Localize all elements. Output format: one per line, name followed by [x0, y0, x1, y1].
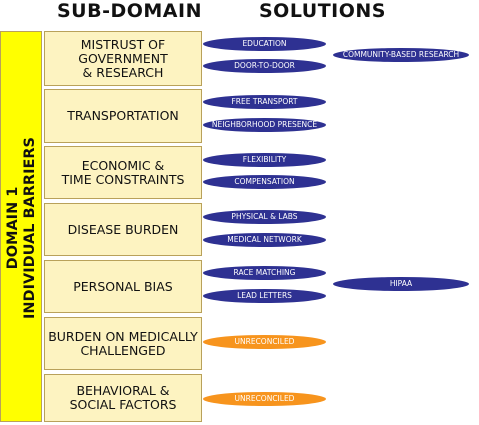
- subdomain-transportation: TRANSPORTATION: [44, 89, 202, 143]
- solution-door-to-door: DOOR-TO-DOOR: [203, 59, 326, 73]
- solution-medical-network: MEDICAL NETWORK: [203, 233, 326, 247]
- subdomain-header: SUB-DOMAIN: [57, 0, 202, 22]
- subdomain-label: ECONOMIC &: [81, 157, 165, 173]
- solution-community-based-research: COMMUNITY-BASED RESEARCH: [333, 48, 469, 62]
- solution-hipaa: HIPAA: [333, 277, 469, 291]
- solution-unreconciled-medical: UNRECONCILED: [203, 335, 326, 349]
- solution-lead-letters: LEAD LETTERS: [203, 289, 326, 303]
- solution-free-transport: FREE TRANSPORT: [203, 95, 326, 109]
- solution-neighborhood-presence: NEIGHBORHOOD PRESENCE: [203, 118, 326, 132]
- domain-label-line2: INDIVIDUAL BARRIERS: [22, 137, 38, 319]
- subdomain-personal-bias: PERSONAL BIAS: [44, 260, 202, 313]
- solutions-header: SOLUTIONS: [259, 0, 386, 22]
- solution-compensation: COMPENSATION: [203, 175, 326, 189]
- subdomain-disease-burden: DISEASE BURDEN: [44, 203, 202, 256]
- subdomain-label: CHALLENGED: [80, 342, 166, 358]
- domain-label-line1: DOMAIN 1: [5, 186, 21, 270]
- solution-flexibility: FLEXIBILITY: [203, 153, 326, 167]
- subdomain-label: SOCIAL FACTORS: [69, 397, 177, 412]
- solution-physical-labs: PHYSICAL & LABS: [203, 210, 326, 224]
- subdomain-label: PERSONAL BIAS: [73, 278, 173, 294]
- solution-unreconciled-behavioral: UNRECONCILED: [203, 392, 326, 406]
- solution-education: EDUCATION: [203, 37, 326, 51]
- domain-box: DOMAIN 1 INDIVIDUAL BARRIERS: [0, 31, 42, 422]
- subdomain-label: GOVERNMENT: [78, 50, 168, 66]
- subdomain-medically-challenged: BURDEN ON MEDICALLY CHALLENGED: [44, 317, 202, 370]
- subdomain-label: BEHAVIORAL &: [76, 383, 170, 398]
- subdomain-label: MISTRUST OF: [80, 36, 166, 52]
- subdomain-mistrust: MISTRUST OF GOVERNMENT & RESEARCH: [44, 31, 202, 86]
- subdomain-label: DISEASE BURDEN: [67, 221, 179, 237]
- subdomain-behavioral: BEHAVIORAL & SOCIAL FACTORS: [44, 374, 202, 422]
- domain-label: DOMAIN 1 INDIVIDUAL BARRIERS: [5, 137, 39, 319]
- solution-race-matching: RACE MATCHING: [203, 266, 326, 280]
- subdomain-label: TRANSPORTATION: [67, 108, 179, 123]
- subdomain-label: TIME CONSTRAINTS: [61, 171, 185, 187]
- subdomain-label: & RESEARCH: [82, 64, 164, 80]
- subdomain-label: BURDEN ON MEDICALLY: [48, 328, 198, 344]
- subdomain-economic: ECONOMIC & TIME CONSTRAINTS: [44, 146, 202, 199]
